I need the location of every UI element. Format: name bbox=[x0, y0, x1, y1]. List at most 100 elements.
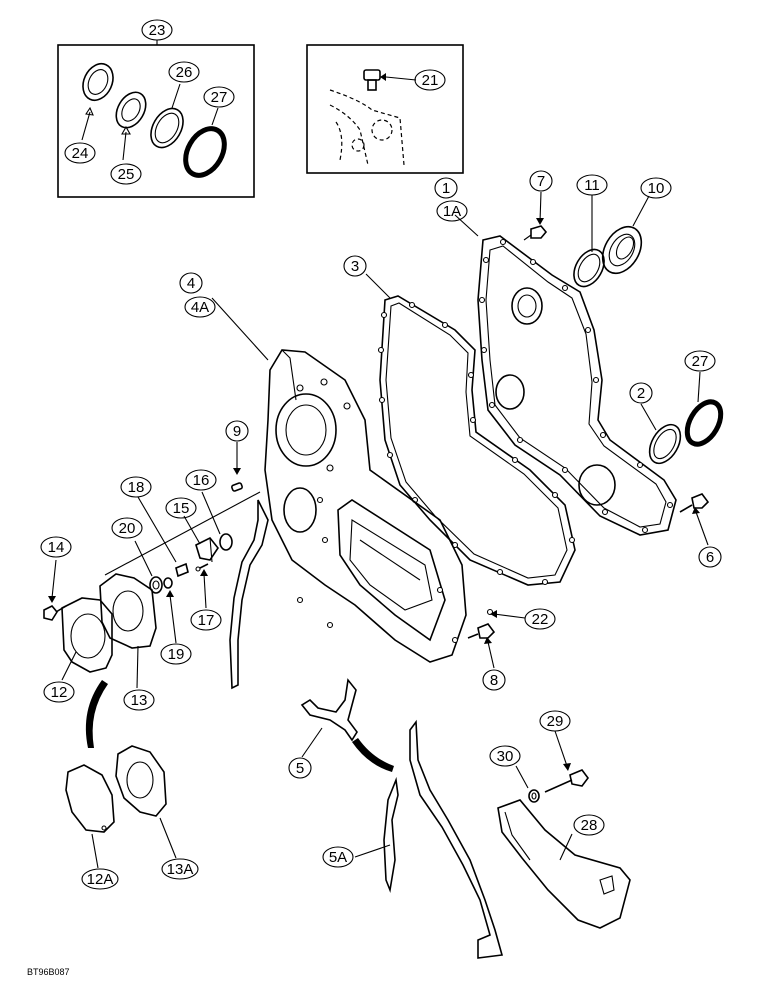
cover-gasket bbox=[377, 295, 576, 586]
screw-17 bbox=[195, 563, 209, 572]
callout-20: 20 bbox=[111, 517, 143, 539]
callout-21: 21 bbox=[414, 69, 446, 91]
wear-sleeve-11 bbox=[573, 248, 605, 288]
callout-12A: 12A bbox=[81, 868, 119, 890]
svg-text:1: 1 bbox=[442, 180, 450, 197]
callout-9: 9 bbox=[225, 420, 249, 442]
svg-text:6: 6 bbox=[706, 549, 714, 566]
svg-text:12: 12 bbox=[51, 684, 68, 701]
plug-21 bbox=[363, 69, 381, 91]
housing-bolt-holes bbox=[296, 378, 459, 644]
seal-ring-25 bbox=[115, 91, 147, 129]
cover-bolt-holes bbox=[478, 238, 674, 534]
leader-lines bbox=[48, 191, 709, 869]
seal-ring-26 bbox=[150, 107, 184, 149]
svg-text:28: 28 bbox=[581, 817, 598, 834]
svg-text:7: 7 bbox=[537, 173, 545, 190]
callout-13A: 13A bbox=[161, 858, 199, 880]
dowel-9 bbox=[231, 482, 243, 492]
svg-text:18: 18 bbox=[128, 479, 145, 496]
fitting-19 bbox=[163, 577, 173, 589]
bolt-29 bbox=[544, 769, 589, 793]
callout-1A: 1A bbox=[436, 200, 468, 222]
svg-text:16: 16 bbox=[193, 472, 210, 489]
pin-18 bbox=[175, 562, 189, 578]
callout-27-right: 27 bbox=[684, 350, 716, 372]
reference-code: BT96B087 bbox=[27, 967, 70, 977]
svg-text:22: 22 bbox=[532, 611, 549, 628]
svg-text:8: 8 bbox=[490, 672, 498, 689]
svg-text:24: 24 bbox=[72, 145, 89, 162]
svg-text:27: 27 bbox=[692, 353, 709, 370]
callout-13: 13 bbox=[123, 689, 155, 711]
dowel-22 bbox=[486, 608, 494, 616]
lower-gasket-5a bbox=[383, 719, 504, 959]
cover-plate-12a bbox=[65, 764, 115, 833]
gasket-13 bbox=[99, 573, 157, 649]
hub-15 bbox=[195, 536, 219, 563]
callout-18: 18 bbox=[120, 476, 152, 498]
callout-12: 12 bbox=[43, 681, 75, 703]
callout-14: 14 bbox=[40, 536, 72, 558]
alternate-arrow-2 bbox=[352, 738, 394, 772]
callout-3: 3 bbox=[343, 255, 367, 277]
bolt-8 bbox=[467, 623, 496, 639]
oring-16 bbox=[219, 533, 233, 551]
lower-gasket bbox=[229, 499, 358, 742]
svg-text:13A: 13A bbox=[167, 861, 194, 878]
callout-2: 2 bbox=[629, 382, 653, 404]
svg-text:30: 30 bbox=[497, 748, 514, 765]
svg-text:10: 10 bbox=[648, 180, 665, 197]
seal-ring-24 bbox=[82, 62, 114, 102]
callout-15: 15 bbox=[165, 497, 197, 519]
callout-5: 5 bbox=[288, 757, 312, 779]
svg-text:4: 4 bbox=[187, 275, 195, 292]
seal-2 bbox=[648, 423, 682, 465]
cover-plate-12 bbox=[61, 597, 113, 673]
seal-ring-27 bbox=[183, 126, 227, 178]
alternate-arrow bbox=[85, 680, 108, 748]
svg-text:9: 9 bbox=[233, 423, 241, 440]
seal-27 bbox=[684, 399, 724, 447]
svg-text:17: 17 bbox=[198, 612, 215, 629]
svg-text:23: 23 bbox=[149, 22, 166, 39]
callout-29: 29 bbox=[539, 710, 571, 732]
callout-26: 26 bbox=[168, 61, 200, 83]
callout-11: 11 bbox=[576, 174, 608, 196]
callout-27-top: 27 bbox=[203, 86, 235, 108]
svg-text:5A: 5A bbox=[329, 849, 347, 866]
front-seal-10 bbox=[601, 225, 643, 275]
bracket-28 bbox=[497, 799, 631, 929]
svg-text:2: 2 bbox=[637, 385, 645, 402]
gasket-13a bbox=[115, 745, 167, 817]
gasket-tabs bbox=[377, 301, 576, 586]
svg-text:4A: 4A bbox=[191, 299, 209, 316]
callout-19: 19 bbox=[160, 643, 192, 665]
svg-text:29: 29 bbox=[547, 713, 564, 730]
callout-1: 1 bbox=[434, 177, 458, 199]
bolt-6 bbox=[679, 493, 710, 513]
bolt-7 bbox=[523, 225, 548, 241]
gear-housing bbox=[264, 349, 467, 663]
washer-30 bbox=[528, 789, 540, 803]
svg-text:19: 19 bbox=[168, 646, 185, 663]
svg-text:26: 26 bbox=[176, 64, 193, 81]
svg-text:21: 21 bbox=[422, 72, 439, 89]
svg-text:20: 20 bbox=[119, 520, 136, 537]
callout-25: 25 bbox=[110, 163, 142, 185]
callout-7: 7 bbox=[529, 170, 553, 192]
svg-text:25: 25 bbox=[118, 166, 135, 183]
seal-kit-inset bbox=[57, 40, 255, 198]
svg-text:27: 27 bbox=[211, 89, 228, 106]
svg-text:1A: 1A bbox=[443, 203, 461, 220]
callout-10: 10 bbox=[640, 177, 672, 199]
callout-6: 6 bbox=[698, 546, 722, 568]
callout-28: 28 bbox=[573, 814, 605, 836]
callout-4: 4 bbox=[179, 272, 203, 294]
svg-text:5: 5 bbox=[296, 760, 304, 777]
callout-24: 24 bbox=[64, 142, 96, 164]
svg-text:11: 11 bbox=[584, 177, 600, 194]
front-gear-cover bbox=[477, 235, 677, 536]
callout-22: 22 bbox=[524, 608, 556, 630]
